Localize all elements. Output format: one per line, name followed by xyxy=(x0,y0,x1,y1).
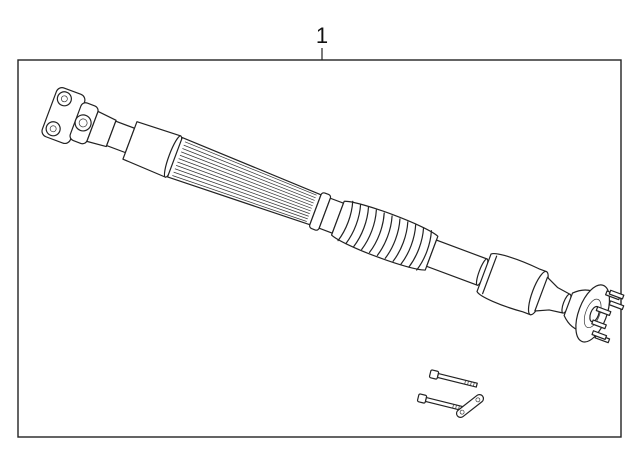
retaining-strap xyxy=(455,394,485,418)
boot-bellows xyxy=(330,200,439,271)
splined-section xyxy=(166,136,322,226)
mounting-bolt-upper xyxy=(428,369,478,388)
diagram-frame xyxy=(17,59,622,438)
mounting-bolt-lower xyxy=(416,393,466,412)
flange-studs xyxy=(591,289,625,344)
rear-neck xyxy=(534,276,572,314)
rear-tube xyxy=(476,253,549,316)
front-universal-joint xyxy=(41,87,117,148)
callout-number: 1 xyxy=(315,23,329,48)
front-tube xyxy=(122,121,183,178)
spline-lines xyxy=(172,141,317,222)
center-tube xyxy=(426,239,489,286)
drive-shaft xyxy=(41,87,625,344)
rear-flange xyxy=(563,284,625,344)
